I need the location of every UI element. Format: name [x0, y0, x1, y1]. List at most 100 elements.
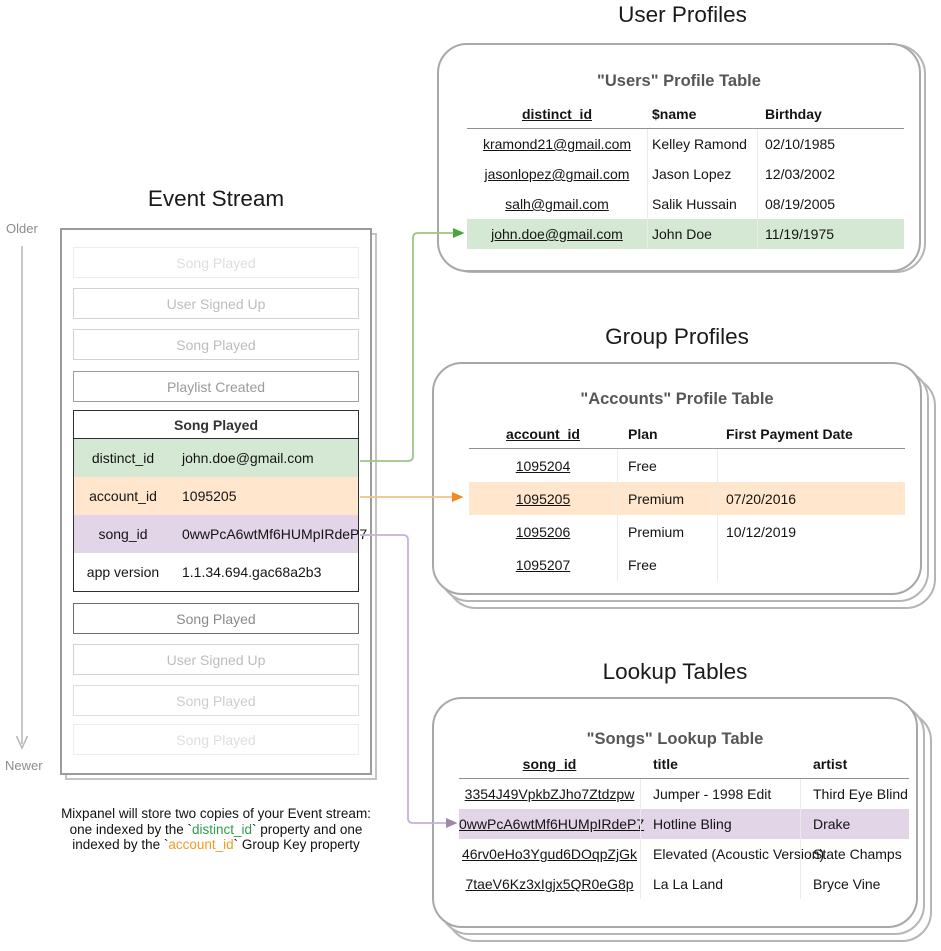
column-header-name: $name [652, 105, 697, 122]
table-cell: jasonlopez@gmail.com [484, 166, 630, 182]
accounts-table-row: 1095206 Premium 10/12/2019 [469, 515, 905, 548]
property-key: app version [86, 564, 160, 580]
event-property-row-app-version: app version 1.1.34.694.gac68a2b3 [74, 553, 358, 591]
table-cell: Premium [628, 523, 685, 540]
caption-text: ` Group Key property [233, 837, 360, 852]
timeline-arrow [15, 246, 29, 750]
property-key: distinct_id [91, 450, 155, 466]
column-header-distinct-id: distinct_id [521, 105, 592, 122]
event-box-user-signed-up: User Signed Up [73, 644, 359, 675]
event-label: Song Played [176, 692, 256, 709]
table-cell: 08/19/2005 [765, 196, 836, 212]
event-box-song-played: Song Played [73, 603, 359, 634]
table-cell: 07/20/2016 [726, 490, 797, 507]
users-table-row: kramond21@gmail.com Kelley Ramond 02/10/… [467, 129, 904, 159]
table-cell: Free [628, 457, 657, 474]
table-cell: Jason Lopez [652, 166, 732, 182]
column-header-birthday: Birthday [765, 105, 822, 122]
table-cell: Third Eye Blind [813, 786, 908, 802]
users-card: "Users" Profile Table distinct_id $name … [437, 43, 921, 272]
table-cell: John Doe [652, 226, 712, 242]
users-table-row: salh@gmail.com Salik Hussain 08/19/2005 [467, 189, 904, 219]
column-separator [647, 129, 648, 249]
column-separator [757, 129, 758, 249]
users-table-row: jasonlopez@gmail.com Jason Lopez 12/03/2… [467, 159, 904, 189]
table-cell: 02/10/1985 [765, 136, 836, 152]
column-header-title: title [653, 755, 678, 772]
event-box-song-played: Song Played [73, 724, 359, 755]
songs-table-row-highlighted: 0wwPcA6wtMf6HUMpIRdeP7 Hotline Bling Dra… [459, 809, 909, 839]
accounts-table-row: 1095207 Free [469, 548, 905, 581]
table-cell: salh@gmail.com [505, 196, 609, 212]
table-cell: Elevated (Acoustic Version) [653, 846, 825, 862]
distinct-id-code: distinct_id [191, 821, 253, 837]
user-profiles-section-title: User Profiles [618, 2, 747, 27]
table-cell: kramond21@gmail.com [482, 136, 632, 152]
event-label: Song Played [176, 610, 256, 627]
caption-text: indexed by the ` [72, 837, 169, 852]
table-cell: 3354J49VpkbZJho7Ztdzpw [464, 786, 635, 802]
timeline-arrowhead-icon [15, 735, 29, 750]
table-cell: Free [628, 556, 657, 573]
event-box-song-played: Song Played [73, 685, 359, 716]
accounts-table-header: account_id Plan First Payment Date [469, 419, 905, 449]
songs-table-title: "Songs" Lookup Table [586, 730, 764, 748]
table-cell: State Champs [813, 846, 902, 862]
column-header-account-id: account_id [506, 425, 580, 442]
property-value: 1.1.34.694.gac68a2b3 [182, 564, 322, 580]
songs-table-header: song_id title artist [459, 749, 909, 779]
table-cell: La La Land [653, 876, 724, 892]
caption: Mixpanel will store two copies of your E… [30, 806, 402, 853]
table-cell: 1095205 [515, 490, 571, 507]
table-cell: 7taeV6Kz3xIgjx5QR0eG8p [465, 876, 634, 892]
property-value: 0wwPcA6wtMf6HUMpIRdeP7 [182, 526, 368, 542]
songs-table: song_id title artist 3354J49VpkbZJho7Ztd… [459, 749, 909, 899]
event-label: User Signed Up [166, 651, 266, 668]
caption-line-3: indexed by the `account_id` Group Key pr… [30, 837, 402, 853]
property-value: john.doe@gmail.com [182, 450, 314, 466]
songs-table-row: 7taeV6Kz3xIgjx5QR0eG8p La La Land Bryce … [459, 869, 909, 899]
songs-table-row: 46rv0eHo3Ygud6DOqpZjGk Elevated (Acousti… [459, 839, 909, 869]
table-cell: 1095206 [515, 523, 571, 540]
account-id-code: account_id [168, 837, 234, 852]
caption-text: ` property and one [252, 821, 363, 837]
table-cell: 46rv0eHo3Ygud6DOqpZjGk [461, 846, 638, 862]
users-table: distinct_id $name Birthday kramond21@gma… [467, 99, 904, 249]
lookup-tables-section-title: Lookup Tables [602, 659, 748, 684]
column-header-artist: artist [813, 755, 848, 772]
expanded-event-title: Song Played [74, 411, 358, 439]
column-header-plan: Plan [628, 425, 658, 442]
expanded-event-card: Song Played distinct_id john.doe@gmail.c… [73, 410, 367, 592]
table-cell: 12/03/2002 [765, 166, 836, 182]
table-cell: Premium [628, 490, 685, 507]
event-box-user-signed-up: User Signed Up [73, 288, 359, 319]
event-box-song-played: Song Played [73, 247, 359, 278]
property-value: 1095205 [182, 488, 237, 504]
table-cell: Salik Hussain [652, 196, 737, 212]
event-label: Song Played [176, 336, 256, 353]
column-separator [800, 779, 801, 899]
table-cell: 0wwPcA6wtMf6HUMpIRdeP7 [459, 816, 645, 832]
event-label: User Signed Up [166, 295, 266, 312]
songs-table-row: 3354J49VpkbZJho7Ztdzpw Jumper - 1998 Edi… [459, 779, 909, 809]
event-stream-title: Event Stream [147, 186, 285, 211]
column-header-first-payment-date: First Payment Date [726, 425, 853, 442]
column-separator [640, 779, 641, 899]
event-property-row-account-id: account_id 1095205 [74, 477, 358, 515]
table-cell: Jumper - 1998 Edit [653, 786, 772, 802]
table-cell: Kelley Ramond [652, 136, 747, 152]
event-box-song-played: Song Played [73, 329, 359, 360]
event-label: Song Played [176, 254, 256, 271]
users-table-title: "Users" Profile Table [597, 72, 761, 90]
users-table-header: distinct_id $name Birthday [467, 99, 904, 129]
property-key: account_id [89, 488, 157, 504]
songs-card: "Songs" Lookup Table song_id title artis… [432, 697, 918, 928]
accounts-table: account_id Plan First Payment Date 10952… [469, 419, 905, 581]
table-cell: 1095204 [515, 457, 571, 474]
event-stream-container: Song Played User Signed Up Song Played P… [60, 228, 372, 775]
table-cell: Drake [813, 816, 851, 832]
table-cell: john.doe@gmail.com [491, 226, 623, 242]
property-key: song_id [98, 526, 148, 542]
table-cell: 1095207 [515, 556, 571, 573]
